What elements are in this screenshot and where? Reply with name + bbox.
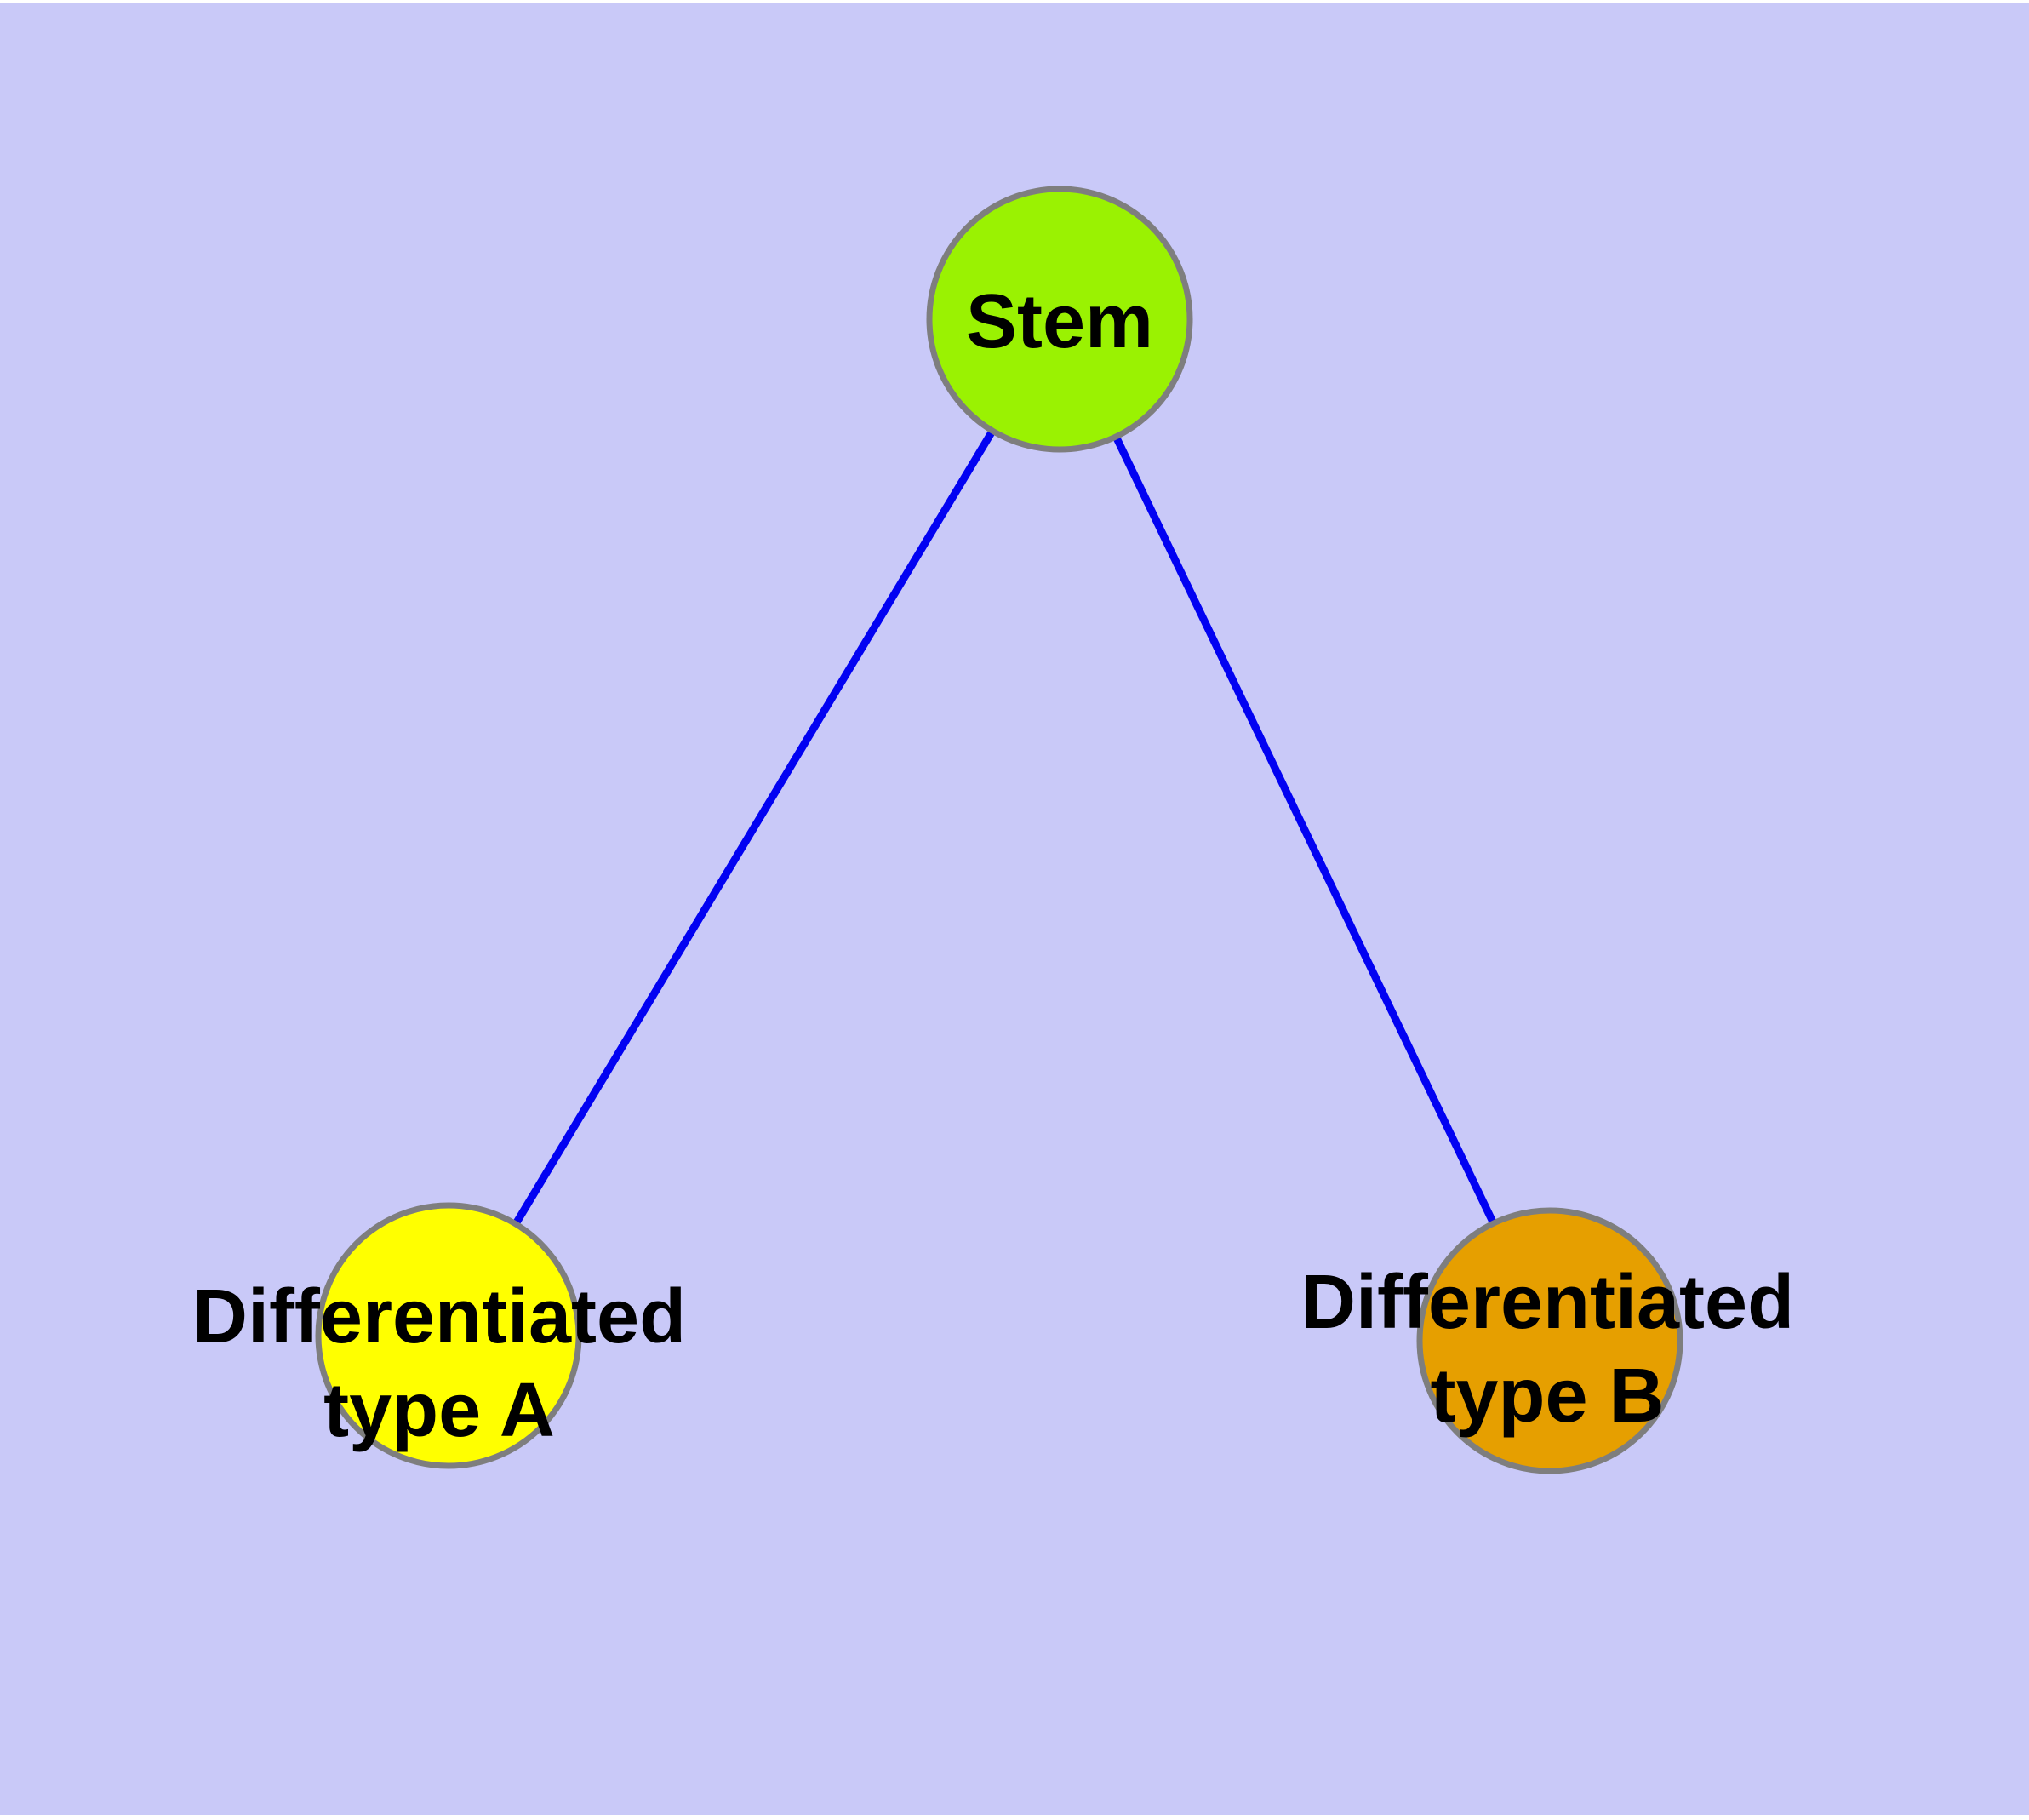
node-stem-label: Stem: [966, 275, 1153, 369]
node-type-a-label-line1: Differentiated: [191, 1274, 687, 1359]
node-type-a-label-line2: type A: [323, 1368, 555, 1453]
edge-stem-to-type-b: [1055, 318, 1554, 1342]
node-type-b-label: Differentiated type B: [1300, 1256, 1794, 1443]
node-type-a-label: Differentiated type A: [192, 1270, 686, 1457]
node-stem-label-line: Stem: [965, 279, 1154, 364]
node-type-b-circle: [1416, 1207, 1683, 1474]
node-type-b-label-line1: Differentiated: [1300, 1260, 1795, 1345]
edge-stem-to-type-a: [445, 317, 1063, 1338]
node-type-a-circle: [315, 1202, 582, 1469]
node-type-b-label-line2: type B: [1430, 1354, 1665, 1439]
node-stem-circle: [926, 186, 1193, 453]
